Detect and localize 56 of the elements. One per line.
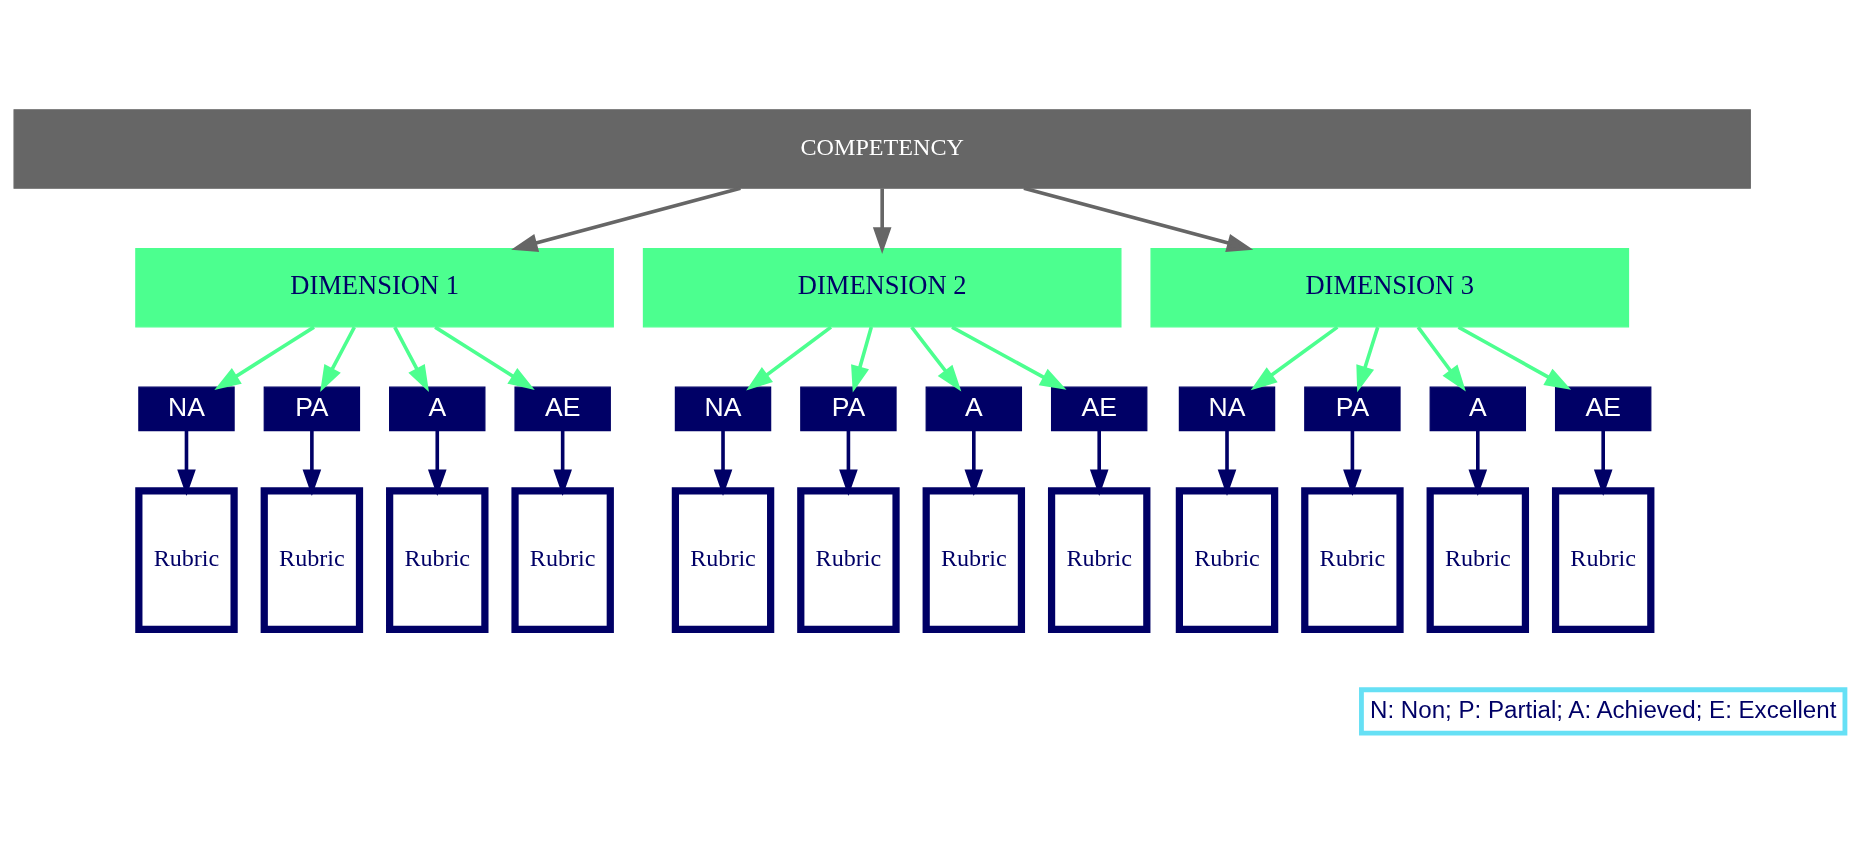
arrow (319, 326, 356, 392)
node-box: PA (263, 386, 360, 432)
arrow (213, 325, 315, 391)
node-box: Rubric (385, 487, 488, 634)
arrow (552, 430, 572, 497)
arrow (433, 325, 535, 391)
node-box: COMPETENCY (12, 109, 1751, 189)
arrow (1022, 186, 1253, 252)
node-box: Rubric (1047, 487, 1150, 634)
arrow (872, 188, 891, 254)
node-box: NA (674, 386, 771, 432)
node-box: Rubric (1300, 487, 1404, 634)
arrow (1593, 430, 1612, 497)
arrow (745, 325, 832, 391)
node-box: PA (799, 386, 897, 432)
arrow (1217, 430, 1236, 497)
arrow (302, 430, 321, 497)
arrow (950, 325, 1066, 390)
node-box: Rubric (922, 487, 1025, 634)
arrow (713, 430, 732, 497)
node-box: Rubric (1175, 487, 1278, 634)
node-box: A (1429, 386, 1526, 432)
arrow (1468, 430, 1487, 497)
arrow (1355, 326, 1379, 393)
node-box: Rubric (671, 487, 774, 634)
node-box: Rubric (796, 487, 900, 634)
arrow (850, 326, 873, 393)
node-box: DIMENSION 3 (1149, 247, 1629, 328)
node-box: Rubric (1551, 487, 1654, 634)
node-box: Rubric (260, 487, 363, 634)
arrow (1342, 430, 1362, 497)
arrow (838, 430, 858, 497)
node-box: DIMENSION 2 (642, 247, 1121, 328)
node-box: NA (1178, 386, 1275, 432)
arrow (510, 186, 741, 252)
node-box: AE (513, 386, 611, 432)
arrow (1089, 430, 1108, 497)
node-box: Rubric (510, 487, 614, 634)
arrow (427, 430, 447, 497)
arrow (1250, 325, 1338, 391)
node-box: PA (1303, 386, 1401, 432)
arrow (964, 430, 983, 497)
arrow (1416, 326, 1466, 392)
node-box: AE (1554, 386, 1651, 432)
node-box: A (925, 386, 1022, 432)
arrow (909, 326, 961, 392)
label: N: Non; P: Partial; A: Achieved; E: Excellent (1369, 695, 1836, 723)
node-box: Rubric (1426, 487, 1529, 634)
node-box: AE (1050, 386, 1147, 432)
arrow (392, 326, 429, 392)
node-box: Rubric (134, 487, 238, 634)
arrow (1457, 325, 1571, 390)
node-box: DIMENSION 1 (134, 247, 614, 328)
node-box: NA (137, 386, 235, 432)
arrow (176, 430, 196, 497)
node-box: A (388, 386, 485, 432)
